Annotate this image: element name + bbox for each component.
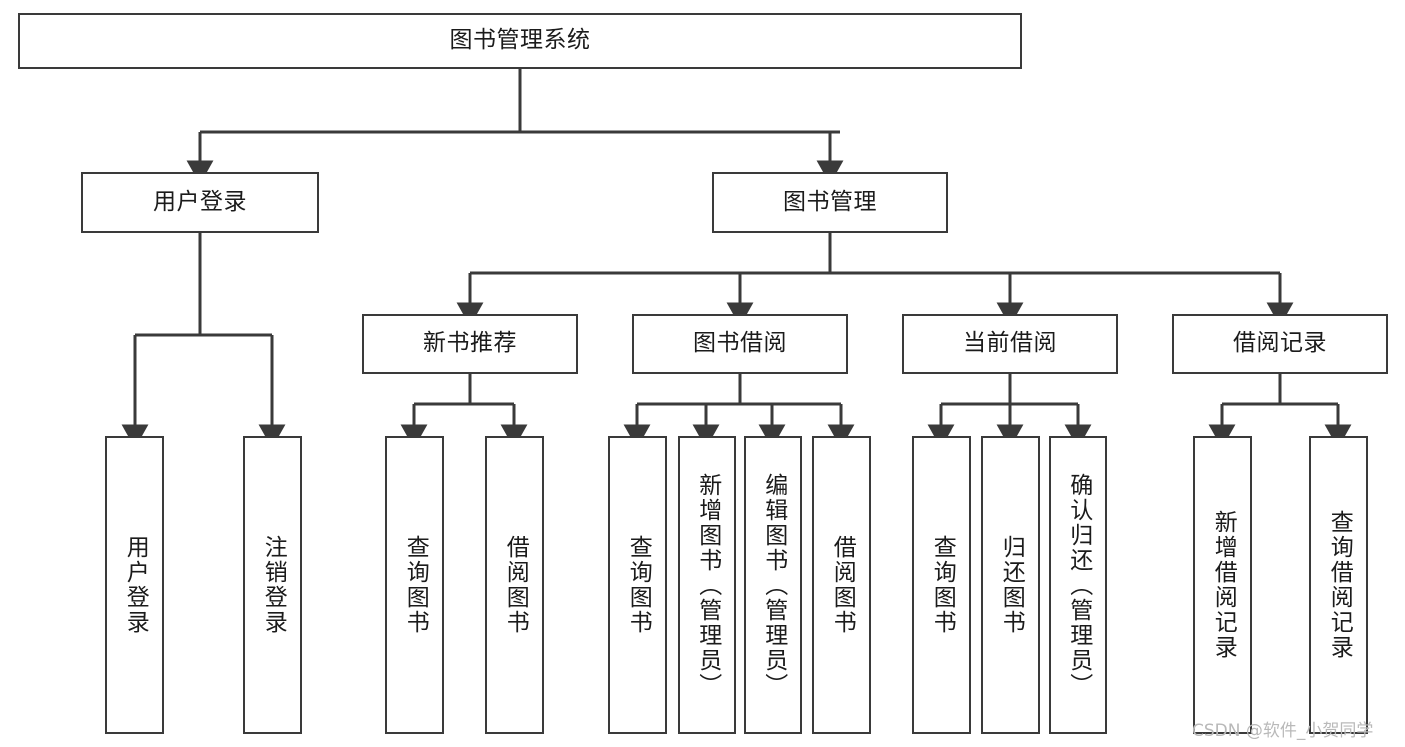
node-book-borrow[interactable]: 图书借阅 xyxy=(632,314,848,374)
node-label: 查询借阅记录 xyxy=(1326,510,1353,660)
node-label: 查询图书 xyxy=(625,535,652,635)
node-label: 查询图书 xyxy=(929,535,956,635)
leaf-return-book[interactable]: 归还图书 xyxy=(981,436,1040,734)
node-label: 新增借阅记录 xyxy=(1210,510,1237,660)
node-label: 当前借阅 xyxy=(963,330,1057,357)
leaf-query-borrow-record[interactable]: 查询借阅记录 xyxy=(1309,436,1368,734)
leaf-borrow-book[interactable]: 借阅图书 xyxy=(812,436,871,734)
node-label: 借阅图书 xyxy=(502,535,529,635)
node-root-system[interactable]: 图书管理系统 xyxy=(18,13,1022,69)
node-label: 借阅图书 xyxy=(829,535,856,635)
leaf-user-login[interactable]: 用户登录 xyxy=(105,436,164,734)
node-book-management[interactable]: 图书管理 xyxy=(712,172,948,233)
node-label: 编辑图书（管理员） xyxy=(760,472,787,698)
node-label: 图书管理系统 xyxy=(449,27,591,54)
node-label: 新增图书（管理员） xyxy=(694,472,721,698)
leaf-borrow-book-recommend[interactable]: 借阅图书 xyxy=(485,436,544,734)
leaf-add-borrow-record[interactable]: 新增借阅记录 xyxy=(1193,436,1252,734)
leaf-logout-login[interactable]: 注销登录 xyxy=(243,436,302,734)
leaf-query-book-recommend[interactable]: 查询图书 xyxy=(385,436,444,734)
node-borrow-record[interactable]: 借阅记录 xyxy=(1172,314,1388,374)
csdn-watermark: CSDN @软件_小贺同学 xyxy=(1192,721,1374,741)
node-current-borrow[interactable]: 当前借阅 xyxy=(902,314,1118,374)
leaf-add-book-admin[interactable]: 新增图书（管理员） xyxy=(678,436,736,734)
node-label: 查询图书 xyxy=(402,535,429,635)
leaf-confirm-return-admin[interactable]: 确认归还（管理员） xyxy=(1049,436,1107,734)
node-label: 图书管理 xyxy=(783,188,877,215)
node-label: 用户登录 xyxy=(153,188,247,215)
node-label: 图书借阅 xyxy=(693,330,787,357)
node-new-book-recommend[interactable]: 新书推荐 xyxy=(362,314,578,374)
node-label: 新书推荐 xyxy=(423,330,517,357)
leaf-query-book-current[interactable]: 查询图书 xyxy=(912,436,971,734)
node-label: 确认归还（管理员） xyxy=(1065,472,1092,698)
node-label: 用户登录 xyxy=(122,535,149,635)
leaf-edit-book-admin[interactable]: 编辑图书（管理员） xyxy=(744,436,802,734)
node-label: 归还图书 xyxy=(998,535,1025,635)
node-user-login[interactable]: 用户登录 xyxy=(81,172,319,233)
node-label: 注销登录 xyxy=(260,535,287,635)
node-label: 借阅记录 xyxy=(1233,330,1327,357)
leaf-query-book-borrow[interactable]: 查询图书 xyxy=(608,436,667,734)
